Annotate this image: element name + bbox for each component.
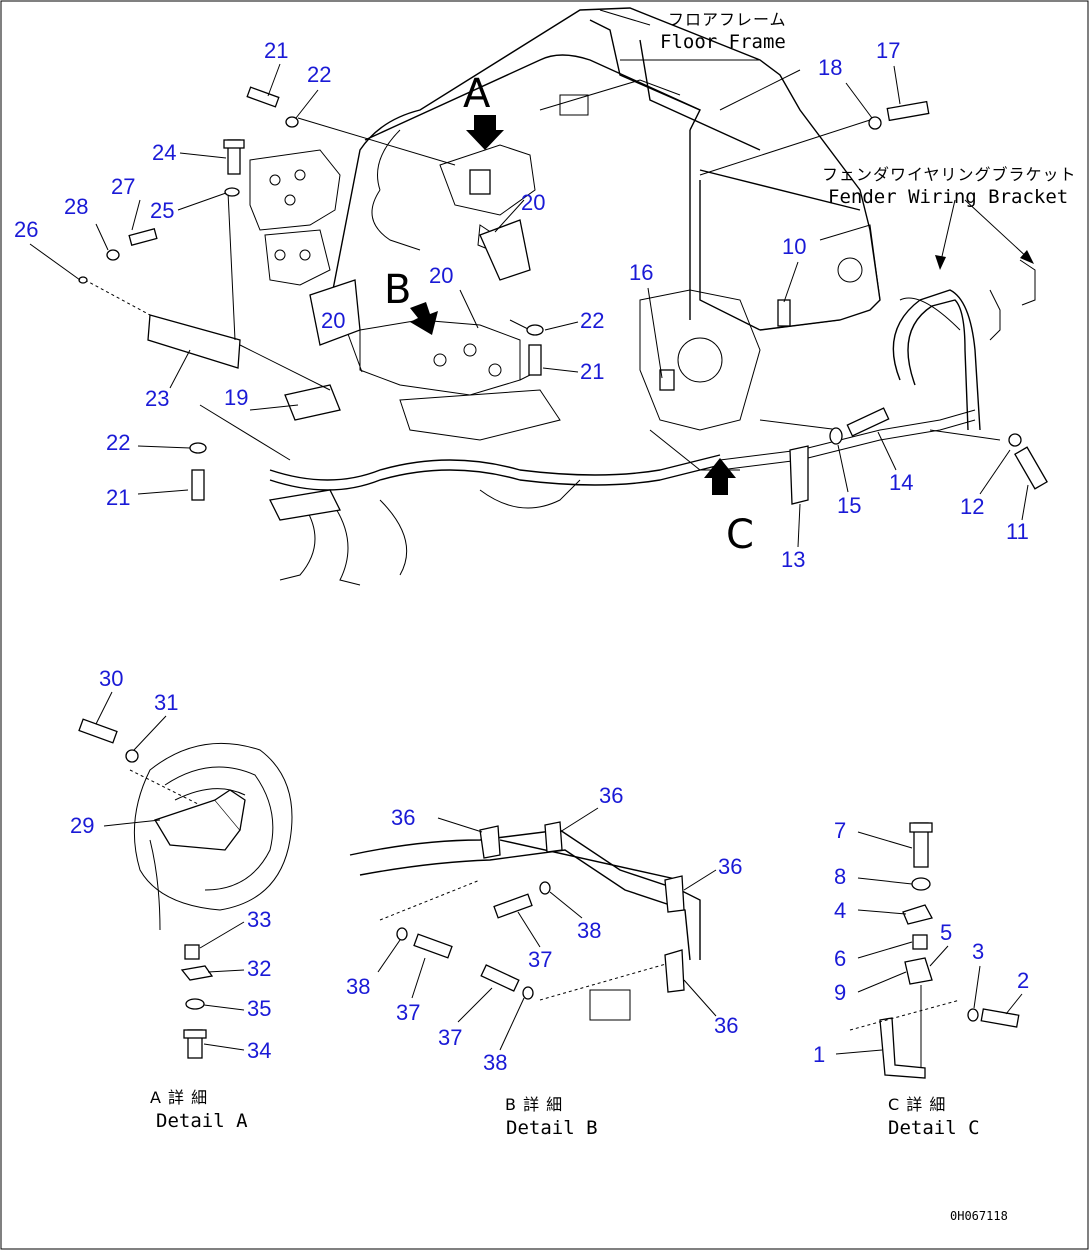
callout-number: 1 xyxy=(813,1042,825,1067)
detail-c-label-en: Detail C xyxy=(888,1117,980,1139)
callout-number: 24 xyxy=(152,140,176,165)
callout-number: 20 xyxy=(321,308,345,333)
drawing-code: 0H067118 xyxy=(950,1209,1008,1223)
arrow-c-icon xyxy=(704,458,736,495)
view-label-a: A xyxy=(463,71,491,117)
floor-frame-label-en: Floor Frame xyxy=(660,31,786,53)
callout-number: 35 xyxy=(247,996,271,1021)
hardware-glyphs-main xyxy=(78,86,1048,501)
callout-number: 20 xyxy=(429,263,453,288)
detail-a-label-jp: A 詳 細 xyxy=(150,1088,208,1107)
callout-number: 38 xyxy=(346,974,370,999)
main-assembly-drawing: A B C xyxy=(78,7,1048,586)
callout-number: 15 xyxy=(837,493,861,518)
callout-number: 37 xyxy=(528,947,552,972)
callout-number: 17 xyxy=(876,38,900,63)
callout-number: 5 xyxy=(940,920,952,945)
callout-number: 33 xyxy=(247,907,271,932)
callout-number: 2 xyxy=(1017,968,1029,993)
callout-number: 20 xyxy=(521,190,545,215)
callout-number: 36 xyxy=(714,1013,738,1038)
callout-number: 29 xyxy=(70,813,94,838)
detail-b-label-jp: B 詳 細 xyxy=(505,1095,563,1114)
fender-arrow-right-icon xyxy=(1020,250,1034,264)
callout-number: 36 xyxy=(391,805,415,830)
detail-b-label-en: Detail B xyxy=(506,1117,598,1139)
callout-number: 26 xyxy=(14,217,38,242)
callout-number: 36 xyxy=(718,854,742,879)
callout-number: 31 xyxy=(154,690,178,715)
callout-number: 38 xyxy=(483,1050,507,1075)
detail-b-drawing xyxy=(349,821,701,1021)
callout-number: 25 xyxy=(150,198,174,223)
fender-bracket-label-en: Fender Wiring Bracket xyxy=(828,186,1068,208)
detail-c-drawing xyxy=(849,822,1020,1079)
callout-number: 36 xyxy=(599,783,623,808)
detail-a-label-en: Detail A xyxy=(156,1110,248,1132)
detail-a-drawing xyxy=(78,718,293,1059)
callout-number: 37 xyxy=(438,1025,462,1050)
floor-frame-label-jp: フロアフレーム xyxy=(668,10,787,29)
callout-number: 30 xyxy=(99,666,123,691)
callout-number: 4 xyxy=(834,898,846,923)
detail-c-label-jp: C 詳 細 xyxy=(888,1095,946,1114)
callout-number: 21 xyxy=(580,359,604,384)
callout-number: 32 xyxy=(247,956,271,981)
callout-number: 19 xyxy=(224,385,248,410)
callout-number: 22 xyxy=(307,62,331,87)
callout-number: 38 xyxy=(577,918,601,943)
arrow-a-icon xyxy=(466,115,504,150)
leader-lines xyxy=(29,63,1029,1055)
view-label-b: B xyxy=(384,267,411,313)
callout-number: 27 xyxy=(111,174,135,199)
callout-number: 22 xyxy=(106,430,130,455)
callout-number: 6 xyxy=(834,946,846,971)
callout-number: 7 xyxy=(834,818,846,843)
callout-number: 22 xyxy=(580,308,604,333)
view-label-c: C xyxy=(726,512,754,558)
callout-number: 11 xyxy=(1006,519,1029,544)
callout-number: 28 xyxy=(64,194,88,219)
callout-numbers: 21 22 24 27 25 28 26 23 19 22 21 20 20 2… xyxy=(14,38,1029,1075)
callout-number: 10 xyxy=(782,234,806,259)
callout-number: 23 xyxy=(145,386,169,411)
fender-arrow-left-icon xyxy=(935,255,946,270)
callout-number: 18 xyxy=(818,55,842,80)
callout-number: 8 xyxy=(834,864,846,889)
callout-number: 3 xyxy=(972,939,984,964)
callout-number: 14 xyxy=(889,470,913,495)
fender-bracket-label-jp: フェンダワイヤリングブラケット xyxy=(822,165,1077,184)
arrow-b-icon xyxy=(410,302,438,335)
callout-number: 13 xyxy=(781,547,805,572)
callout-number: 37 xyxy=(396,1000,420,1025)
callout-number: 9 xyxy=(834,980,846,1005)
callout-number: 21 xyxy=(264,38,288,63)
callout-number: 34 xyxy=(247,1038,271,1063)
callout-number: 21 xyxy=(106,485,130,510)
callout-number: 12 xyxy=(960,494,984,519)
callout-number: 16 xyxy=(629,260,653,285)
